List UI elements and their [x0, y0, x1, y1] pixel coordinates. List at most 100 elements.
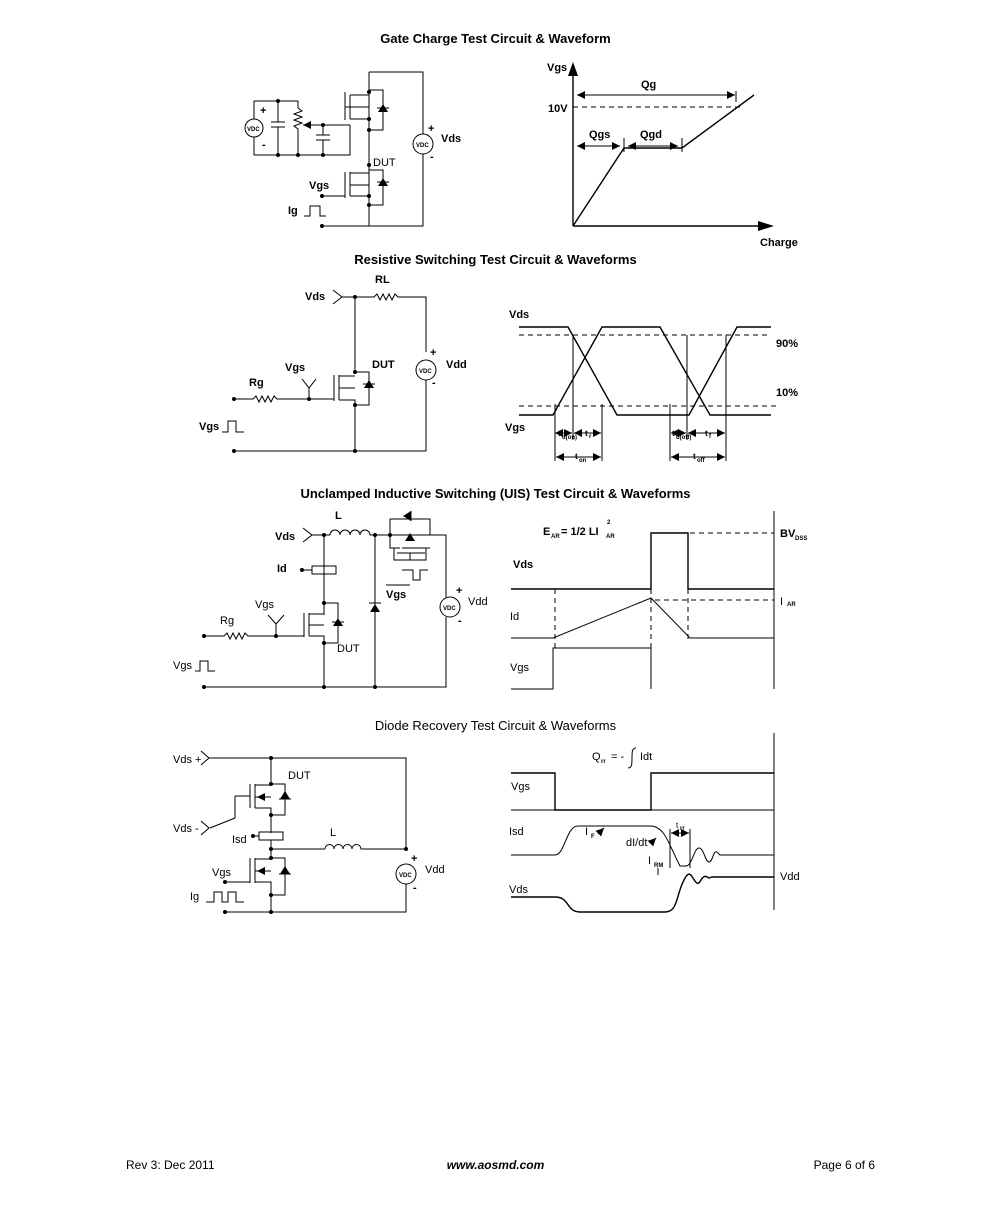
idt-label: Idt — [640, 751, 652, 763]
vgs-input-label: Vgs — [199, 421, 219, 433]
svg-text:-: - — [432, 377, 436, 389]
website-link[interactable]: www.aosmd.com — [446, 1158, 545, 1172]
svg-text:VDC: VDC — [443, 606, 456, 612]
y-axis-label: Vgs — [547, 62, 567, 74]
dut-label: DUT — [372, 359, 395, 371]
minus-label: - — [262, 139, 266, 151]
qg-label: Qg — [641, 79, 656, 91]
id-label: Id — [277, 563, 287, 575]
pulse-icon — [195, 660, 215, 672]
svg-text:-: - — [413, 882, 417, 894]
svg-text:AR: AR — [787, 602, 796, 608]
svg-text:+: + — [411, 853, 417, 865]
10pct-label: 10% — [776, 387, 798, 399]
resistive-switching-title: Resistive Switching Test Circuit & Wavef… — [354, 252, 637, 267]
svg-text:DSS: DSS — [795, 536, 807, 542]
vgs-wave-label: Vgs — [511, 781, 530, 793]
tf-label: f — [709, 434, 712, 440]
x-axis-label: Charge — [760, 237, 798, 249]
page-number: Page 6 of 6 — [813, 1158, 875, 1172]
vgs-wave-label: Vgs — [510, 662, 529, 674]
vds-wave-label: Vds — [509, 309, 529, 321]
gate-charge-waveform: Vgs Charge 10V Qg Qgs Qgd — [547, 62, 798, 249]
diode-recovery-circuit: Vds + DUT Vds - Isd L Vgs Ig — [173, 750, 445, 914]
toff-label: off — [697, 458, 706, 464]
vdd-label: Vdd — [446, 359, 467, 371]
tr-label: r — [589, 434, 592, 440]
resistive-circuit: RL Vds DUT Vgs Rg Vgs VDC + - Vdd — [199, 274, 467, 453]
revision-label: Rev 3: Dec 2011 — [126, 1158, 215, 1172]
10v-label: 10V — [548, 103, 568, 115]
svg-text:I: I — [648, 855, 651, 867]
svg-text:t: t — [558, 429, 561, 438]
vds-wave-label: Vds — [509, 884, 528, 896]
vds-label: Vds — [305, 291, 325, 303]
rg-label: Rg — [249, 377, 264, 389]
svg-text:t: t — [693, 452, 696, 461]
uis-waveform: E AR = 1/2 LI 2 AR BV DSS Vds Id Vgs I A… — [510, 511, 807, 690]
uis-circuit: L Vds Vgs Id DUT Vgs Rg Vgs — [173, 510, 488, 689]
vdc-source-icon — [395, 863, 417, 885]
pulse-icon — [402, 569, 428, 581]
svg-text:+: + — [456, 585, 462, 597]
svg-text:+: + — [428, 123, 434, 135]
svg-text:t: t — [672, 429, 675, 438]
svg-text:AR: AR — [551, 534, 560, 540]
didt-label: dI/dt — [626, 837, 647, 849]
vgs-bar-label: Vgs — [386, 589, 406, 601]
ton-label: on — [579, 458, 587, 464]
svg-text:2: 2 — [607, 520, 611, 526]
isd-wave-label: Isd — [509, 826, 524, 838]
l-label: L — [330, 827, 336, 839]
svg-text:t: t — [705, 429, 708, 438]
svg-text:I: I — [585, 826, 588, 838]
vdd-wave-label: Vdd — [780, 871, 800, 883]
dut-label: DUT — [373, 157, 396, 169]
gate-charge-circuit: VDC + - VDC + - Vds DUT Vgs I — [244, 71, 461, 228]
ig-label: Ig — [190, 891, 199, 903]
vgs-label: Vgs — [309, 180, 329, 192]
diode-recovery-title: Diode Recovery Test Circuit & Waveforms — [374, 718, 617, 733]
dut-label: DUT — [288, 770, 311, 782]
vds-label: Vds — [441, 133, 461, 145]
isd-label: Isd — [232, 834, 247, 846]
dut-label: DUT — [337, 643, 360, 655]
irm-label: RM — [654, 863, 663, 869]
vds-minus-label: Vds - — [173, 823, 199, 835]
vdc-source-icon — [412, 133, 434, 155]
vds-wave-label: Vds — [513, 559, 533, 571]
pulse-icon — [304, 205, 326, 217]
90pct-label: 90% — [776, 338, 798, 350]
svg-text:t: t — [585, 429, 588, 438]
vds-label: Vds — [275, 531, 295, 543]
svg-text:t: t — [676, 821, 679, 830]
qgd-label: Qgd — [640, 129, 662, 141]
gate-charge-title: Gate Charge Test Circuit & Waveform — [380, 31, 611, 46]
vdc-source-icon — [415, 359, 437, 381]
qrr-formula: = - — [611, 751, 624, 763]
svg-text:VDC: VDC — [399, 873, 412, 879]
pulse-icon — [206, 891, 244, 903]
uis-title: Unclamped Inductive Switching (UIS) Test… — [300, 486, 691, 501]
vdc-label: VDC — [247, 127, 260, 133]
svg-text:+: + — [430, 347, 436, 359]
tdoff-label: d(off) — [676, 435, 691, 441]
rl-label: RL — [375, 274, 390, 286]
svg-text:Q: Q — [592, 751, 601, 763]
if-label: F — [591, 834, 595, 840]
svg-text:AR: AR — [606, 534, 615, 540]
diode-recovery-waveform: Q rr = - Idt Vgs Isd Vds Vdd I F dI/dt t… — [509, 733, 800, 913]
svg-text:rr: rr — [601, 759, 606, 765]
vgs-wave-label: Vgs — [505, 422, 525, 434]
bvdss-label: BV — [780, 528, 796, 540]
svg-text:-: - — [458, 615, 462, 627]
ig-label: Ig — [288, 205, 298, 217]
svg-text:-: - — [430, 151, 434, 163]
qgs-label: Qgs — [589, 129, 610, 141]
vds-plus-label: Vds + — [173, 754, 201, 766]
vdc-source-icon — [439, 596, 461, 618]
trr-label: rr — [680, 826, 685, 832]
vgs-label: Vgs — [255, 599, 274, 611]
ear-formula: = 1/2 LI — [561, 526, 599, 538]
vdd-label: Vdd — [468, 596, 488, 608]
